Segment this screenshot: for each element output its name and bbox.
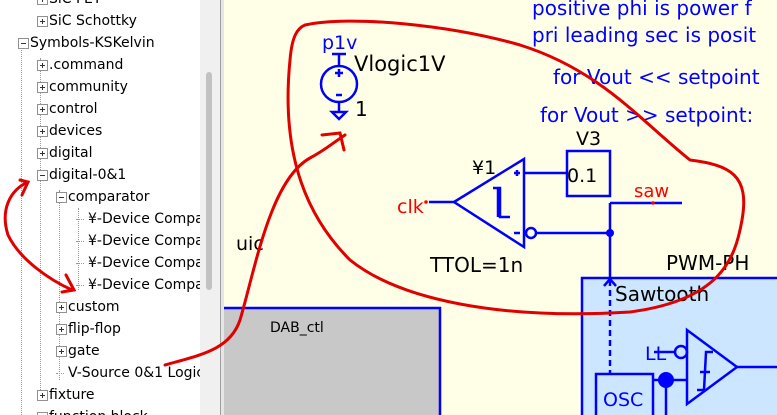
tree-item[interactable]: SiC FET xyxy=(0,0,200,10)
collapse-icon[interactable] xyxy=(18,38,29,49)
net-label-clk: clk xyxy=(397,196,424,218)
tree-item-label: digital xyxy=(49,145,93,161)
expand-icon[interactable] xyxy=(37,148,48,159)
tree-item[interactable]: fixture xyxy=(0,384,200,406)
tree-item[interactable]: flip-flop xyxy=(0,318,200,340)
tree-item-label: SiC FET xyxy=(49,0,101,10)
tree-item[interactable]: V-Source 0&1 Logic xyxy=(0,362,200,384)
tree-item[interactable]: custom xyxy=(0,296,200,318)
expand-icon[interactable] xyxy=(56,324,67,335)
expand-icon[interactable] xyxy=(37,0,48,5)
note-4: for Vout >> setpoint: xyxy=(540,103,753,127)
tree-connector xyxy=(76,241,84,242)
tree-item-label: ¥-Device Compa xyxy=(88,211,200,227)
dab-ctl-block[interactable] xyxy=(224,306,442,415)
tree-item[interactable]: gate xyxy=(0,340,200,362)
tree-item-label: ¥-Device Compa xyxy=(88,255,200,271)
tree-item[interactable]: SiC Schottky xyxy=(0,10,200,32)
tree-item[interactable]: Symbols-KSKelvin xyxy=(0,32,200,54)
tree-item[interactable]: function block xyxy=(0,406,200,415)
tree-item[interactable]: control xyxy=(0,98,200,120)
tree-scrollbar-thumb[interactable] xyxy=(206,72,212,290)
expand-icon[interactable] xyxy=(37,126,48,137)
sawtooth-label: Sawtooth xyxy=(615,282,709,306)
tree-item-label: gate xyxy=(68,343,100,359)
expand-icon[interactable] xyxy=(56,302,67,313)
tree-item-label: flip-flop xyxy=(68,321,121,337)
expand-icon[interactable] xyxy=(56,346,67,357)
tree-connector xyxy=(76,285,84,286)
tree-item-label: .command xyxy=(49,57,124,73)
note-1: positive phi is power f xyxy=(532,0,753,20)
expand-icon[interactable] xyxy=(37,16,48,27)
net-label-p1v: p1v xyxy=(322,32,357,54)
tree-item[interactable]: comparator xyxy=(0,186,200,208)
tree-guide-line xyxy=(78,208,79,290)
expand-icon[interactable] xyxy=(37,412,48,415)
uic-label: uic xyxy=(236,233,264,255)
tree-item[interactable]: community xyxy=(0,76,200,98)
tree-item[interactable]: .command xyxy=(0,54,200,76)
tree-item-label: digital-0&1 xyxy=(49,167,127,183)
tree-item[interactable]: ¥-Device Compa xyxy=(0,230,200,252)
expand-icon[interactable] xyxy=(37,104,48,115)
collapse-icon[interactable] xyxy=(37,170,48,181)
tree-item-label: ¥-Device Compa xyxy=(88,233,200,249)
tree-item[interactable]: ¥-Device Compa xyxy=(0,252,200,274)
v3-name: V3 xyxy=(576,128,601,150)
tree-item-label: control xyxy=(49,101,98,117)
note-3: for Vout << setpoint xyxy=(553,65,760,89)
osc-label: OSC xyxy=(603,389,643,411)
tree-item-label: community xyxy=(49,79,128,95)
ll-label: LL xyxy=(645,343,667,365)
collapse-icon[interactable] xyxy=(56,192,67,203)
tree-item-label: V-Source 0&1 Logic xyxy=(68,365,200,381)
expand-icon[interactable] xyxy=(37,82,48,93)
tree-connector xyxy=(76,263,84,264)
tree-item[interactable]: devices xyxy=(0,120,200,142)
tree-item-label: comparator xyxy=(68,189,150,205)
tree-item-label: SiC Schottky xyxy=(49,13,137,29)
tree-item-label: function block xyxy=(49,406,148,415)
tree-connector xyxy=(76,219,84,220)
tree-item-label: Symbols-KSKelvin xyxy=(30,35,155,51)
schematic-canvas[interactable]: positive phi is power f pri leading sec … xyxy=(224,0,777,415)
voltage-source-vlogic[interactable] xyxy=(319,52,359,121)
tree-item[interactable]: digital-0&1 xyxy=(0,164,200,186)
source-name: Vlogic1V xyxy=(354,52,446,76)
expand-icon[interactable] xyxy=(37,390,48,401)
tree-item-label: devices xyxy=(49,123,103,139)
tree-connector xyxy=(56,373,64,374)
net-label-saw: saw xyxy=(634,181,669,202)
expand-icon[interactable] xyxy=(37,60,48,71)
tree-item-label: ¥-Device Compa xyxy=(88,277,200,293)
dab-ctl-label: DAB_ctl xyxy=(270,320,324,336)
comparator-param: TTOL=1n xyxy=(429,253,523,277)
note-2: pri leading sec is posit xyxy=(532,23,756,47)
tree-item-label: custom xyxy=(68,299,120,315)
tree-item-label: fixture xyxy=(49,387,95,403)
tree-item[interactable]: digital xyxy=(0,142,200,164)
comparator-name: ¥1 xyxy=(472,157,496,179)
source-value: 1 xyxy=(355,97,368,121)
tree-item[interactable]: ¥-Device Compa xyxy=(0,274,200,296)
pwm-block-title: PWM-PH xyxy=(666,251,749,275)
v3-value: 0.1 xyxy=(567,165,597,187)
tree-item[interactable]: ¥-Device Compa xyxy=(0,208,200,230)
